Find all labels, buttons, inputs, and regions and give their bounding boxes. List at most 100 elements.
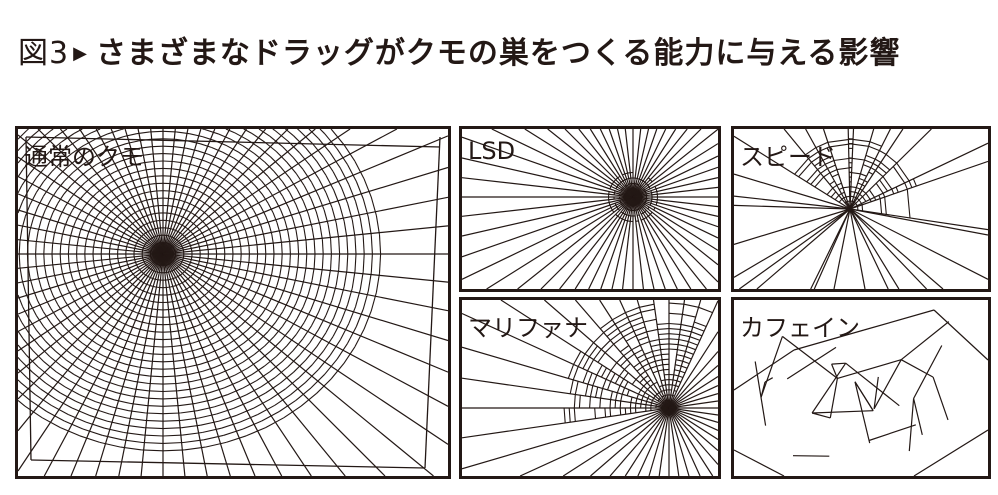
web-spoke: [517, 196, 634, 289]
web-spiral: [884, 196, 887, 215]
web-spiral: [274, 394, 291, 406]
web-spiral: [120, 157, 131, 162]
web-spiral: [26, 354, 39, 368]
web-spiral: [223, 243, 226, 249]
web-spiral: [638, 207, 641, 210]
web-spoke: [462, 157, 634, 198]
web-spiral: [229, 204, 236, 211]
web-spiral: [248, 158, 260, 168]
web-spoke: [632, 143, 718, 198]
web-spiral: [87, 336, 98, 345]
web-spiral: [184, 446, 206, 451]
web-spiral: [79, 223, 84, 232]
web-spiral: [836, 182, 842, 186]
web-spiral: [156, 271, 160, 274]
web-thread: [913, 398, 923, 436]
web-spiral: [186, 266, 190, 269]
web-spiral: [318, 354, 331, 370]
web-spiral: [184, 154, 196, 159]
web-spiral: [95, 314, 104, 321]
web-spiral: [677, 344, 688, 348]
web-spiral: [184, 237, 188, 240]
web-spiral: [336, 148, 349, 166]
web-spiral: [662, 384, 666, 387]
web-spiral: [604, 407, 607, 418]
web-spiral: [166, 271, 170, 274]
web-spiral: [626, 214, 629, 217]
panel-lsd: LSD: [459, 126, 721, 292]
web-spoke: [632, 196, 678, 289]
web-spiral: [906, 189, 911, 219]
web-spiral: [688, 341, 698, 346]
web-spiral: [206, 194, 213, 200]
web-spiral: [18, 344, 27, 356]
web-spiral: [162, 382, 178, 385]
web-spiral: [144, 427, 164, 430]
web-spiral: [110, 366, 124, 372]
web-spiral: [339, 323, 350, 341]
web-spiral: [211, 267, 215, 273]
web-spiral: [239, 260, 242, 268]
web-spiral: [625, 306, 640, 314]
web-spiral: [150, 308, 157, 311]
web-spiral: [32, 206, 39, 219]
web-spiral: [264, 282, 270, 293]
web-spiral: [129, 325, 139, 330]
web-spiral: [864, 159, 874, 164]
web-spiral: [254, 197, 262, 208]
web-spiral: [142, 344, 153, 348]
web-spiral: [201, 210, 208, 215]
web-spiral: [162, 130, 177, 133]
web-spiral: [286, 334, 297, 347]
web-spiral: [134, 258, 136, 262]
web-spiral: [37, 300, 44, 313]
web-spiral: [660, 348, 670, 351]
web-spiral: [201, 302, 208, 308]
web-spiral: [245, 286, 251, 295]
web-spiral: [139, 199, 146, 203]
web-spiral: [73, 374, 88, 383]
web-spiral: [87, 355, 100, 363]
web-spiral: [35, 242, 37, 255]
web-spiral: [315, 282, 321, 297]
web-spoke: [18, 193, 164, 255]
web-spiral: [861, 184, 866, 187]
web-spiral: [219, 232, 223, 238]
web-spiral: [162, 138, 176, 140]
web-spiral: [218, 343, 230, 350]
web-spiral: [114, 359, 127, 365]
web-spiral: [289, 242, 291, 255]
web-spiral: [255, 262, 258, 271]
web-spiral: [49, 356, 62, 367]
web-spiral: [229, 193, 237, 201]
web-spiral: [67, 209, 73, 219]
web-spiral: [281, 253, 283, 265]
web-spiral: [119, 312, 127, 317]
web-spiral: [264, 161, 275, 172]
web-spiral: [142, 248, 144, 251]
web-spiral: [142, 223, 146, 227]
web-spiral: [653, 354, 662, 357]
web-spiral: [806, 169, 818, 183]
web-spiral: [643, 202, 646, 205]
web-spiral: [299, 130, 313, 144]
web-spiral: [128, 147, 140, 152]
web-thread: [854, 381, 871, 444]
web-spiral: [37, 220, 42, 232]
web-spiral: [100, 283, 106, 290]
web-spiral: [877, 165, 887, 174]
web-spiral: [181, 169, 191, 173]
web-spiral: [679, 333, 691, 338]
web-spiral: [129, 194, 137, 199]
web-spiral: [332, 320, 342, 337]
web-spiral: [195, 237, 198, 242]
web-spiral: [636, 353, 645, 359]
web-spiral: [152, 285, 156, 288]
web-spoke: [574, 196, 634, 289]
web-thread: [932, 376, 949, 421]
web-spiral: [201, 200, 208, 206]
web-spiral: [624, 381, 629, 388]
web-spiral: [146, 230, 150, 233]
web-spiral: [677, 349, 686, 352]
web-spiral: [619, 217, 623, 220]
